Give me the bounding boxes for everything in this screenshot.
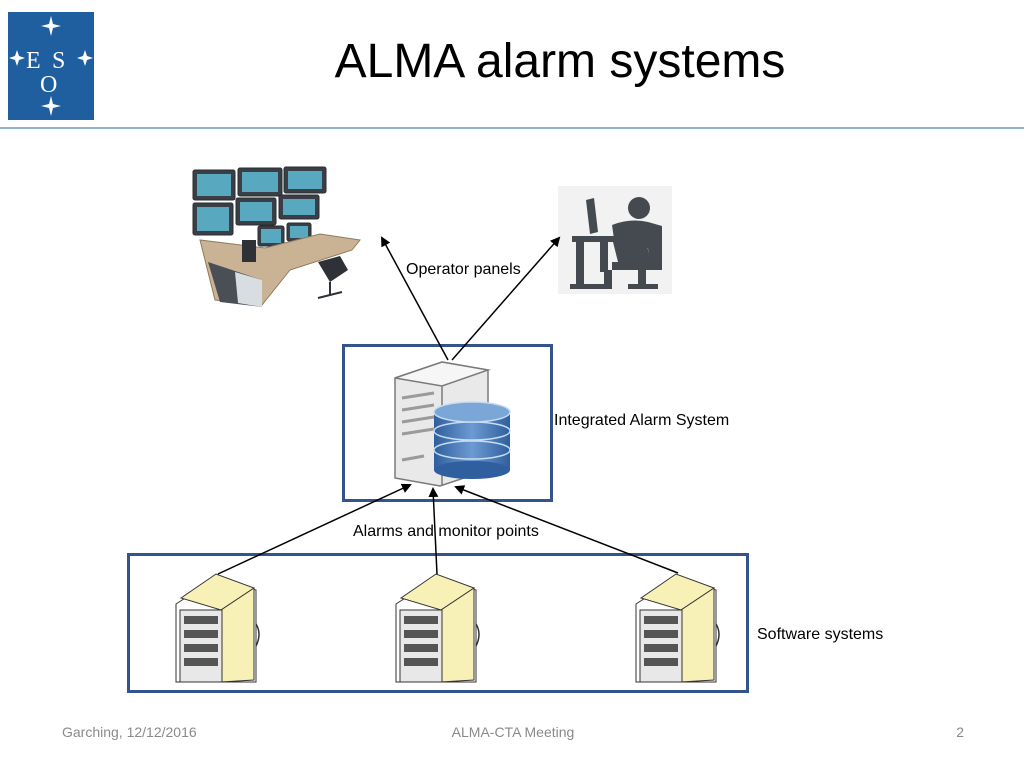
footer-location-date: Garching, 12/12/2016 [62,724,197,740]
operator-desk-icon [558,186,672,294]
svg-text:E: E [26,48,41,74]
software-systems-label: Software systems [757,626,884,643]
footer-meeting: ALMA-CTA Meeting [451,724,575,740]
control-room-icon [188,165,361,307]
arrow-from-left-rack [217,483,412,575]
ias-box [342,344,553,502]
operator-panels-label: Operator panels [406,261,521,278]
eso-logo: E S O [8,12,94,120]
alarms-label: Alarms and monitor points [353,523,539,540]
title-divider [0,127,1024,129]
svg-text:S: S [52,48,65,74]
arrow-from-center-rack [428,487,439,575]
ias-label: Integrated Alarm System [554,412,730,429]
server-rack-icon [635,573,720,683]
server-database-icon [394,361,511,487]
arrow-from-right-rack [454,485,679,574]
slide-title: ALMA alarm systems [334,35,786,88]
footer-page-number: 2 [956,724,964,740]
software-systems-box [127,553,749,693]
svg-text:O: O [40,72,57,98]
arrow-to-operator-desk [451,236,561,361]
server-rack-icon [175,573,260,683]
arrow-to-control-room [381,236,449,361]
server-rack-icon [395,573,480,683]
